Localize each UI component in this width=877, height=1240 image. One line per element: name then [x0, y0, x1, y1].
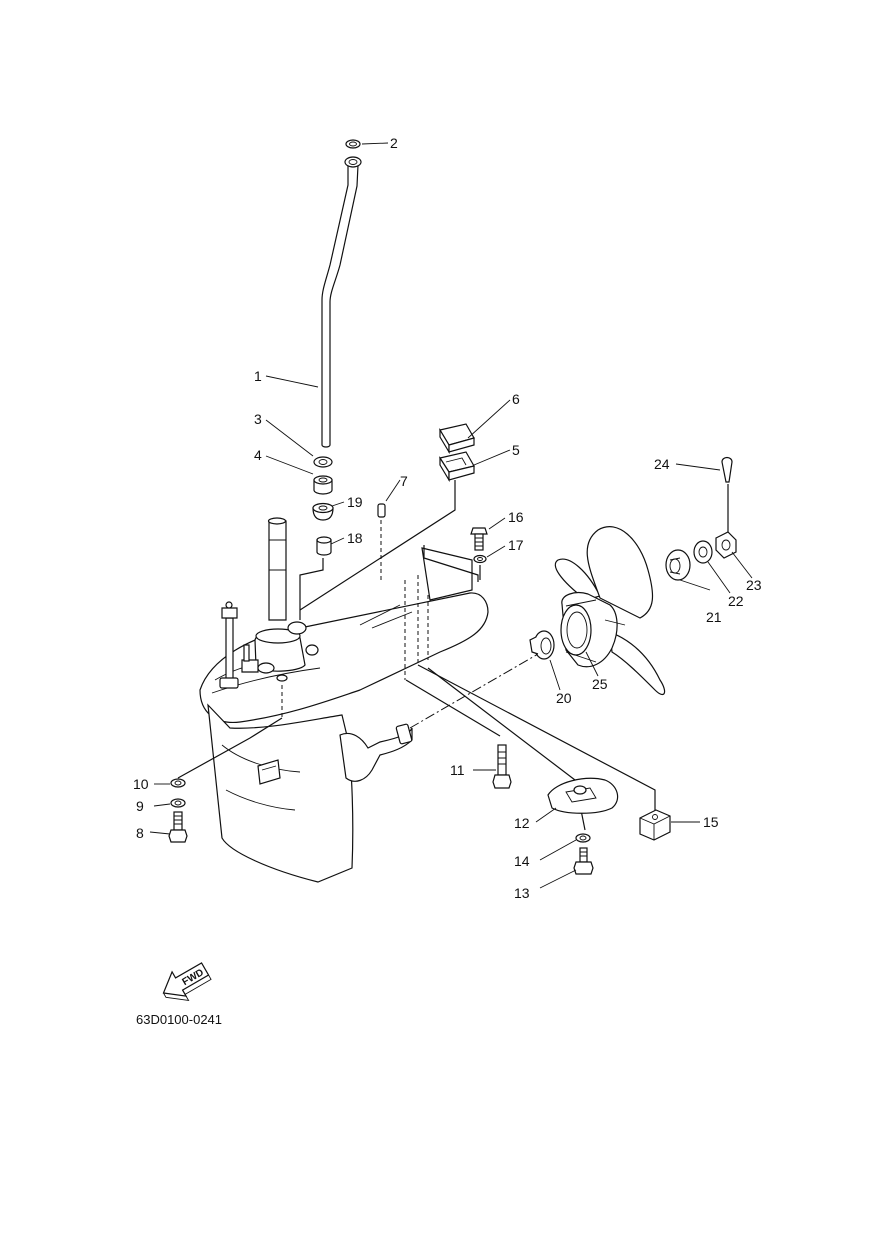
- callout-13: 13: [514, 885, 530, 901]
- callout-23: 23: [746, 577, 762, 593]
- callout-3: 3: [254, 411, 262, 427]
- seal-washer: [345, 139, 361, 149]
- callout-2: 2: [390, 135, 398, 151]
- water-tube: [321, 164, 359, 448]
- callout-16: 16: [508, 509, 524, 525]
- washer-9: [170, 798, 186, 808]
- callout-21: 21: [706, 609, 722, 625]
- grommet-19: [312, 502, 334, 521]
- cotter-pin: [721, 456, 733, 483]
- callout-11: 11: [450, 762, 465, 778]
- spacer: [665, 549, 691, 581]
- callout-14: 14: [514, 853, 530, 869]
- callout-8: 8: [136, 825, 144, 841]
- washer-17: [473, 554, 487, 564]
- callout-7: 7: [400, 473, 408, 489]
- bolt-8: [168, 811, 188, 843]
- callout-18: 18: [347, 530, 363, 546]
- callout-numbers: 1 2 3 4 5 6 7 8 9 10 11 12 13 14 15 16 1…: [133, 135, 762, 901]
- callout-17: 17: [508, 537, 524, 553]
- callout-25: 25: [592, 676, 608, 692]
- collar-18: [316, 536, 332, 556]
- callout-12: 12: [514, 815, 530, 831]
- fwd-arrow-icon: FWD: [162, 962, 212, 1002]
- callout-4: 4: [254, 447, 262, 463]
- callout-20: 20: [556, 690, 572, 706]
- thrust-washer: [529, 630, 555, 660]
- bolt-11: [492, 744, 512, 789]
- washer-10: [170, 778, 186, 788]
- drawing-code: 63D0100-0241: [136, 1012, 222, 1027]
- callout-15: 15: [703, 814, 719, 830]
- callout-19: 19: [347, 494, 363, 510]
- grommet-4: [313, 475, 333, 495]
- grommet-top: [344, 156, 362, 168]
- lower-casing: [199, 517, 489, 883]
- bolt-16: [470, 527, 488, 551]
- callout-1: 1: [254, 368, 262, 384]
- callout-5: 5: [512, 442, 520, 458]
- grommet-3: [313, 456, 333, 468]
- trim-tab-anode: [547, 777, 619, 814]
- washer-22: [693, 540, 713, 564]
- seal-6: [439, 423, 475, 455]
- callout-9: 9: [136, 798, 144, 814]
- callout-24: 24: [654, 456, 670, 472]
- callout-22: 22: [728, 593, 744, 609]
- callout-6: 6: [512, 391, 520, 407]
- callout-10: 10: [133, 776, 149, 792]
- propeller: [554, 526, 666, 695]
- callout-leaders: [149, 142, 753, 889]
- anode-block: [639, 809, 671, 841]
- dowel-pin: [377, 503, 386, 518]
- nut: [715, 531, 737, 559]
- seal-5: [439, 451, 475, 483]
- washer-14: [575, 833, 591, 843]
- bolt-13: [573, 847, 594, 875]
